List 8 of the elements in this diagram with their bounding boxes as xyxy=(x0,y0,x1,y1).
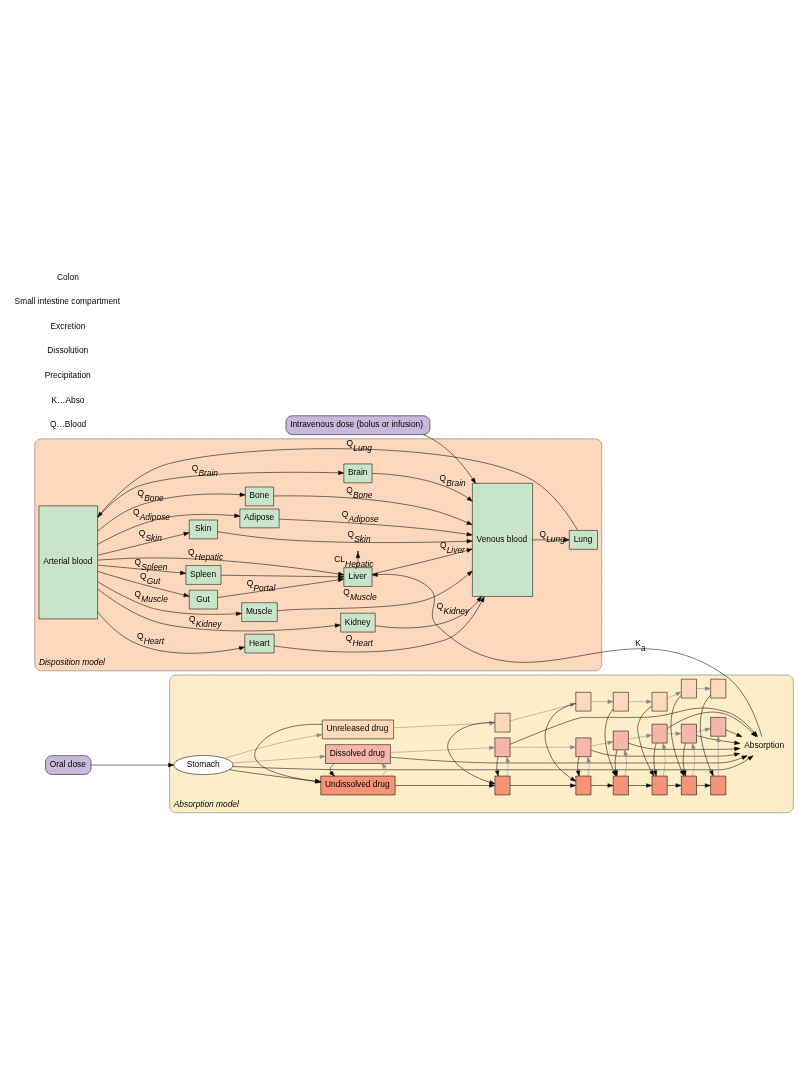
label: Dissolution xyxy=(47,345,89,356)
label: Excretion xyxy=(50,320,86,331)
label: K…Abso xyxy=(51,394,85,405)
label: Precipitation xyxy=(44,369,91,380)
label: Colon xyxy=(57,271,79,282)
label: Q…Blood xyxy=(49,419,87,430)
label: Small intestine compartment xyxy=(14,296,121,307)
node-text: Absorption xyxy=(744,740,785,751)
